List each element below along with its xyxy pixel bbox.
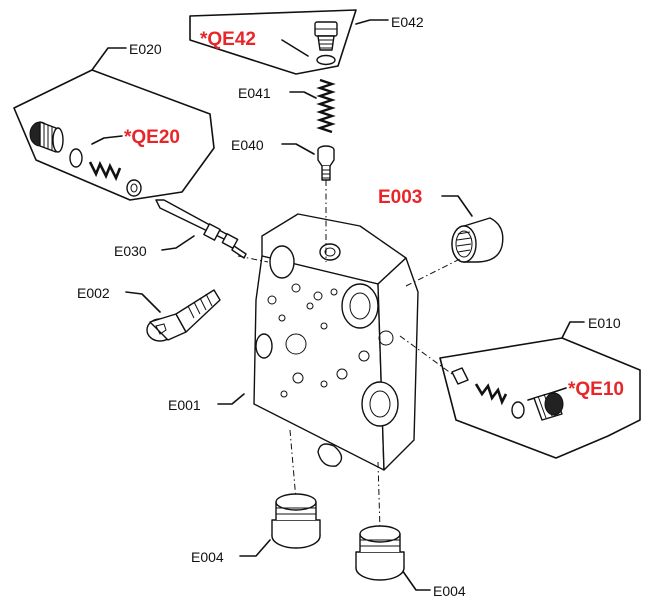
group-e010-callout: [439, 321, 641, 459]
spring-e041: [289, 78, 336, 134]
group-e020-outline: [13, 69, 215, 201]
e003-leader: [441, 195, 473, 217]
plug-e010: [533, 391, 564, 421]
washer-e020: [126, 179, 142, 197]
label-e001: E001: [168, 397, 201, 413]
bolt-e002: [125, 289, 221, 342]
plug-e020: [29, 121, 64, 153]
e020-leader: [91, 47, 127, 71]
e001-leader: [217, 393, 245, 405]
e010-leader: [561, 321, 585, 339]
plug-e004-right: [355, 525, 431, 591]
valve-e040: [281, 143, 335, 181]
e041-leader: [289, 91, 317, 99]
label-e002: E002: [77, 285, 110, 301]
cap-plug-e042: [314, 21, 338, 51]
valve-body-e001: [217, 213, 419, 471]
label-e010: E010: [588, 315, 621, 331]
plug-e004-left: [239, 493, 321, 557]
label-e042: E042: [391, 14, 424, 30]
group-e042-callout: [189, 9, 389, 75]
centerlines: [237, 180, 463, 531]
e042-leader: [355, 19, 389, 25]
e002-leader: [125, 291, 161, 313]
label-e003: E003: [378, 187, 422, 208]
label-e030: E030: [114, 243, 147, 259]
o-ring-qe20: [69, 148, 83, 168]
group-e020-callout: [13, 47, 215, 201]
e030-leader: [161, 235, 195, 251]
label-e020: E020: [129, 41, 162, 57]
spring-e020: [88, 160, 122, 182]
qe20-leader: [91, 135, 123, 145]
e004-right-leader: [401, 569, 431, 591]
label-qe42: *QE42: [200, 29, 256, 50]
label-e004-left: E004: [191, 549, 224, 565]
label-qe20: *QE20: [124, 127, 180, 148]
seat-e010: [451, 367, 469, 385]
o-ring-qe10: [511, 401, 525, 419]
label-e040: E040: [231, 137, 264, 153]
label-e041: E041: [238, 85, 271, 101]
group-e042-outline: [189, 9, 357, 75]
pin-e030: [155, 199, 247, 259]
e040-leader: [281, 143, 315, 155]
bearing-e003: [441, 195, 504, 263]
group-e010-outline: [439, 337, 641, 459]
label-qe10: *QE10: [568, 379, 624, 400]
qe42-leader: [281, 39, 309, 57]
spring-e010: [474, 383, 508, 406]
label-e004-right: E004: [433, 583, 466, 599]
o-ring-qe42: [316, 54, 336, 66]
e004-left-leader: [239, 539, 271, 557]
